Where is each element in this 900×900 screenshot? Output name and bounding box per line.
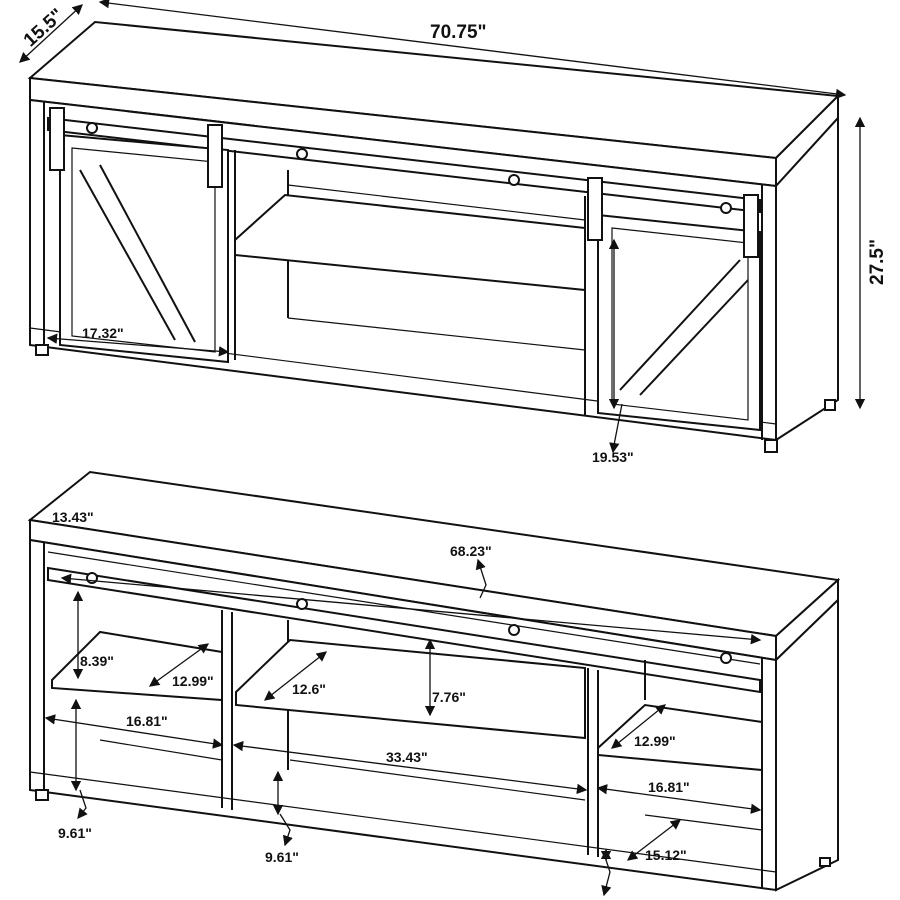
left-bottom-height-label: 9.61" [58,825,92,841]
barn-door-rail [47,116,761,214]
hanger-icon [49,107,65,171]
left-width-label: 16.81" [126,713,168,729]
hanger-icon [743,194,759,258]
depth-label: 15.5" [20,5,68,51]
front-view-with-doors: 15.5" 70.75" 27.5" 17.32" 19.53" [19,0,888,465]
center-bottom-height-label: 9.61" [265,849,299,865]
top-depth-label: 13.43" [52,509,94,525]
door-width-label: 17.32" [82,325,124,341]
center-shelf [234,193,586,292]
center-shelf-depth-label: 12.6" [292,681,326,697]
door-height-label: 19.53" [592,449,634,465]
height-label: 27.5" [867,239,888,285]
right-barn-door [597,213,761,432]
center-shelf-height-label: 7.76" [432,689,466,705]
left-shelf-depth-label: 12.99" [172,673,214,689]
hanger-icon [207,124,223,188]
left-shelf-height-label: 8.39" [80,653,114,669]
inner-width-label: 68.23" [450,543,492,559]
width-label: 70.75" [430,22,487,43]
right-width-label: 16.81" [648,779,690,795]
front-view-open: 13.43" 68.23" 8.39" 12.99" 12.6" 7.76" 1… [27,470,841,897]
right-shelf-depth-label: 12.99" [634,733,676,749]
hanger-icon [587,177,603,241]
center-width-label: 33.43" [386,749,428,765]
right-depth-label: 15.12" [645,847,687,863]
